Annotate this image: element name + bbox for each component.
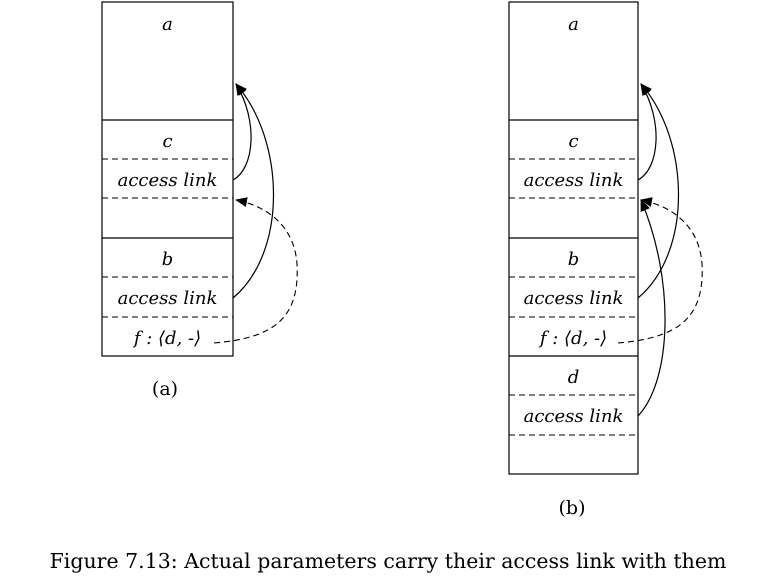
stack-b-access-link-b: access link [524, 288, 624, 309]
stack-a-arrow-f-to-c-dashed [213, 197, 298, 344]
stack-b-arrow-c-to-a [637, 83, 657, 181]
stack-b-arrow-f-to-c-dashed [617, 197, 703, 344]
stack-a-access-link-b: access link [118, 288, 218, 309]
stack-a-arrow-c-to-a [232, 83, 252, 181]
stack-a-activation-a: a [162, 14, 173, 35]
stack-b: a c access link b access link f : ⟨d, -⟩… [508, 1, 703, 519]
stack-b-access-link-c: access link [524, 170, 624, 191]
stack-b-activation-c: c [568, 131, 578, 152]
figure-caption: Figure 7.13: Actual parameters carry the… [49, 549, 727, 573]
stack-b-activation-b: b [568, 249, 580, 270]
stack-b-sublabel: (b) [559, 497, 586, 519]
stack-a-param-f: f : ⟨d, -⟩ [132, 328, 201, 349]
stack-b-arrow-b-to-a [637, 83, 679, 299]
stack-b-access-link-d: access link [524, 406, 624, 427]
stack-a-frame [101, 1, 234, 357]
stack-a-activation-c: c [162, 131, 172, 152]
stack-b-activation-d: d [568, 367, 580, 388]
stack-b-activation-a: a [568, 14, 579, 35]
stack-a-sublabel: (a) [152, 378, 178, 400]
stack-b-param-f: f : ⟨d, -⟩ [538, 328, 607, 349]
stack-b-arrow-d-to-c [637, 199, 666, 417]
stack-a-arrow-b-to-a [232, 83, 274, 299]
stack-a: a c access link b access link f : ⟨d, -⟩… [101, 1, 298, 400]
stack-a-activation-b: b [162, 249, 174, 270]
stack-a-access-link-c: access link [118, 170, 218, 191]
